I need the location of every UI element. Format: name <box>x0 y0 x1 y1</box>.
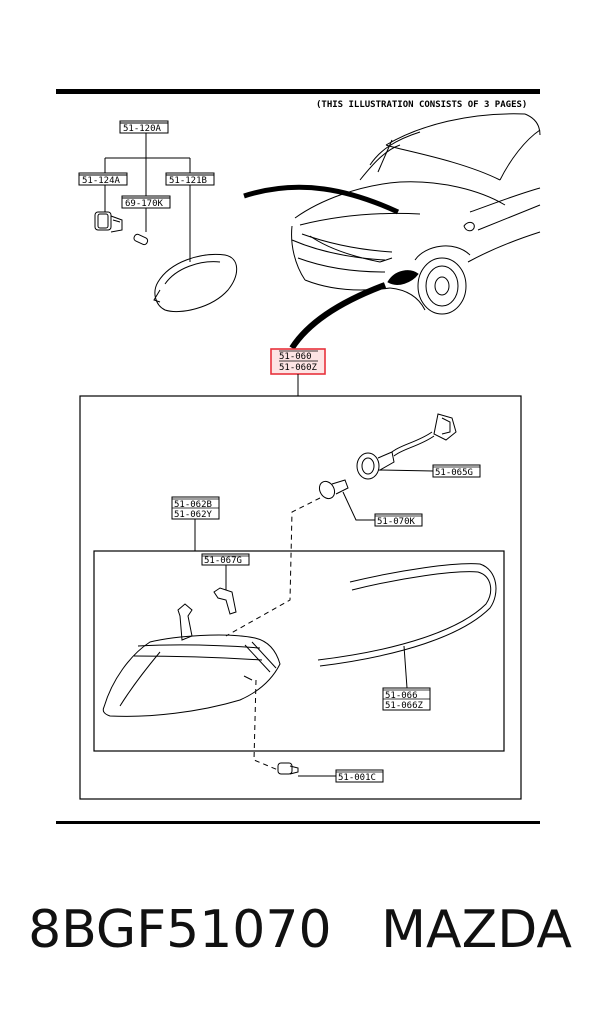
label-51-060[interactable]: 51-060 <box>279 352 312 362</box>
label-box-51-124A[interactable] <box>78 172 128 186</box>
label-51-120A: 51-120A <box>123 124 162 134</box>
label-box-51-001C[interactable]: 51-001C <box>335 769 384 783</box>
label-box-51-067G[interactable]: 51-067G <box>201 553 250 566</box>
corner-lamp-icon <box>102 603 281 717</box>
label-box-51-065G[interactable]: 51-065G <box>432 464 481 478</box>
callout-arrow-upper <box>243 184 400 215</box>
label-51-066: 51-066 <box>385 691 418 701</box>
label-51-062Y: 51-062Y <box>174 510 213 520</box>
part-number: 8BGF51070 <box>28 900 332 960</box>
label-51-066Z: 51-066Z <box>385 701 424 711</box>
side-marker-group <box>78 120 238 313</box>
clip-icon <box>213 587 237 615</box>
label-51-001C: 51-001C <box>338 773 376 783</box>
gasket-icon <box>317 563 497 667</box>
illustration-note: (THIS ILLUSTRATION CONSISTS OF 3 PAGES) <box>316 100 527 110</box>
label-51-067G: 51-067G <box>204 556 242 566</box>
wedge-bulb-icon <box>318 479 349 500</box>
label-51-124A: 51-124A <box>82 176 121 186</box>
car-illustration <box>291 113 541 315</box>
label-51-062B: 51-062B <box>174 500 212 510</box>
assembly-inner-box <box>93 550 505 752</box>
label-box-51-066[interactable]: 51-066 51-066Z <box>382 687 431 711</box>
callout-arrow-lower <box>289 282 387 350</box>
top-rule <box>56 89 540 94</box>
bottom-rule <box>56 821 540 824</box>
brand-name: MAZDA <box>381 900 572 960</box>
label-51-060Z[interactable]: 51-060Z <box>279 363 318 373</box>
label-51-070K: 51-070K <box>377 517 416 527</box>
label-box-51-062[interactable]: 51-062B 51-062Y <box>171 496 220 520</box>
socket-icon <box>94 211 123 233</box>
wiring-connector-icon <box>391 413 457 457</box>
label-51-065G: 51-065G <box>435 468 473 478</box>
label-69-170K: 69-170K <box>125 199 164 209</box>
label-box-51-070K[interactable]: 51-070K <box>374 513 423 527</box>
bulb-icon <box>133 233 149 246</box>
label-51-121B: 51-121B <box>169 176 207 186</box>
side-marker-lens-icon <box>153 253 238 313</box>
caption: 8BGF51070 MAZDA <box>0 900 600 960</box>
assembly-outer-box <box>79 395 522 800</box>
bulb-socket-icon <box>356 451 395 480</box>
label-box-51-120A[interactable] <box>119 120 169 134</box>
retainer-clip-icon <box>277 762 299 775</box>
